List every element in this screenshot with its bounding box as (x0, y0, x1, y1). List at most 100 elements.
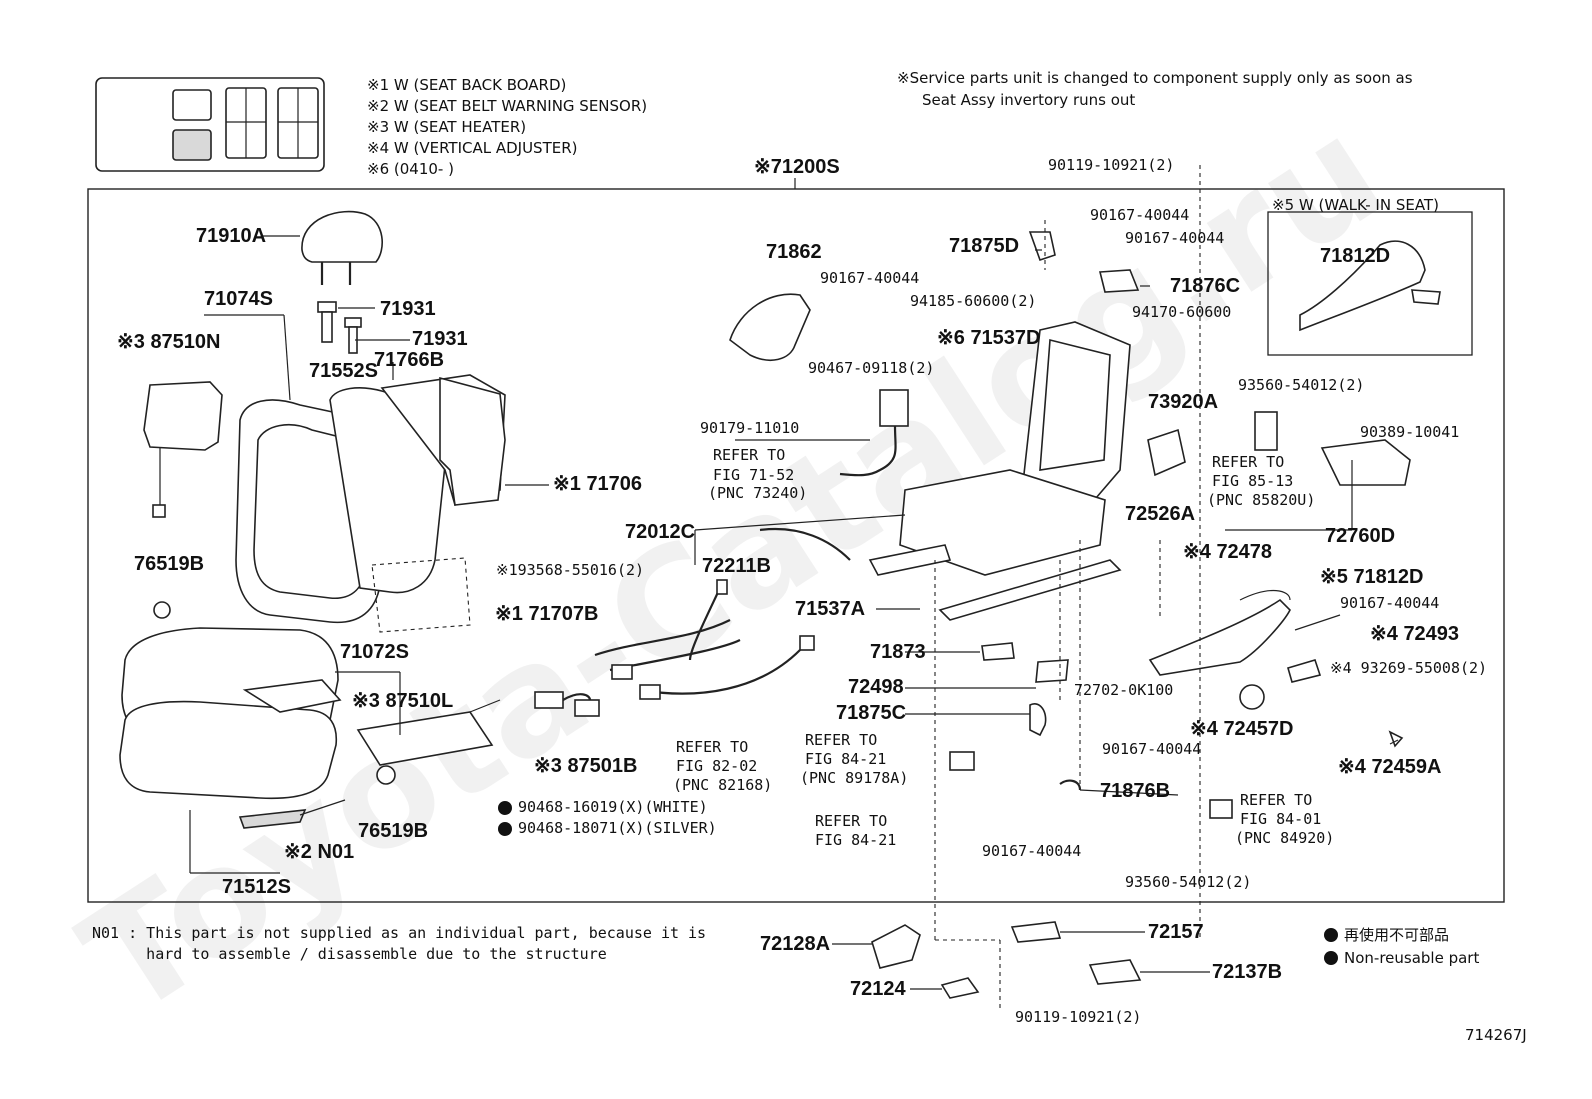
note-6: ※6 (0410- ) (367, 160, 454, 178)
bracket-72498-drawing (1035, 659, 1069, 683)
label-71766b: 71766B (374, 349, 444, 371)
label-90167-d: 90167-40044 (1102, 740, 1201, 758)
label-90389: 90389-10041 (1360, 423, 1459, 441)
label-76519b-a: 76519B (134, 553, 204, 575)
label-71706: ※1 71706 (553, 473, 642, 495)
refer-85-13-a: REFER TO (1212, 453, 1284, 471)
label-72137b: 72137B (1212, 961, 1282, 983)
label-72702: 72702-0K100 (1074, 681, 1173, 699)
label-71875d: 71875D (949, 235, 1019, 257)
refer-84-21-b: FIG 84-21 (805, 750, 886, 768)
label-90167-b: 90167-40044 (1090, 206, 1189, 224)
label-71873: 71873 (870, 641, 926, 663)
label-87510l: ※3 87510L (352, 690, 453, 712)
part-labels: 71910A 71074S ※3 87510N 71931 71931 7155… (117, 156, 1487, 1026)
side-shield-71862-drawing (729, 293, 811, 361)
footnote-line-2: hard to assemble / disassemble due to th… (92, 945, 607, 963)
label-71931-b: 71931 (412, 328, 468, 350)
label-71552s: 71552S (309, 360, 378, 382)
headrest-drawing (301, 210, 383, 285)
cover-71876b-drawing (1059, 779, 1082, 791)
label-72493: ※4 72493 (1370, 623, 1459, 645)
legend: 再使用不可部品 Non-reusable part (1344, 926, 1479, 967)
belt-connector-8401-drawing (1209, 799, 1233, 819)
diagram-code: 714267J (1465, 1026, 1527, 1044)
label-71512s: 71512S (222, 876, 291, 898)
refer-85-13-b: FIG 85-13 (1212, 472, 1293, 490)
refer-84-01-c: (PNC 84920) (1235, 829, 1334, 847)
refer-82-02-a: REFER TO (676, 738, 748, 756)
label-72211b: 72211B (702, 555, 771, 577)
knob-72459a-drawing (1388, 730, 1404, 748)
legend-dot-jp (1324, 928, 1338, 942)
label-93560-b: 93560-54012(2) (1125, 873, 1251, 891)
refer-82-02-b: FIG 82-02 (676, 757, 757, 775)
lumbar-support-drawing (1147, 428, 1186, 477)
label-193568: ※193568-55016(2) (496, 561, 644, 579)
service-note-1: ※Service parts unit is changed to compon… (897, 69, 1413, 87)
label-90119-a: 90119-10921(2) (1048, 156, 1174, 174)
refer-71-52-b: FIG 71-52 (713, 466, 794, 484)
lower-board-drawing (371, 557, 471, 633)
rail-cover-72124-drawing (940, 977, 980, 999)
trim-72760d-drawing (1254, 411, 1411, 486)
switch-connector-drawing (949, 751, 975, 771)
label-72459a: ※4 72459A (1338, 756, 1442, 778)
label-72498: 72498 (848, 676, 904, 698)
note-3: ※3 W (SEAT HEATER) (367, 118, 526, 136)
label-90167-f: 90167-40044 (1340, 594, 1439, 612)
label-90167-a: 90167-40044 (820, 269, 919, 287)
label-72457d: ※4 72457D (1190, 718, 1294, 740)
note-1: ※1 W (SEAT BACK BOARD) (367, 76, 566, 94)
label-71931-a: 71931 (380, 298, 436, 320)
refer-84-21-a: REFER TO (805, 731, 877, 749)
label-n01: ※2 N01 (284, 841, 354, 863)
label-93560-a: 93560-54012(2) (1238, 376, 1364, 394)
label-72760d: 72760D (1325, 525, 1395, 547)
seat-heater-back-drawing (143, 381, 223, 518)
walk-in-seat-box: ※5 W (WALK- IN SEAT) (1267, 196, 1473, 356)
nonreusable-dot-silver (498, 822, 512, 836)
note-2: ※2 W (SEAT BELT WARNING SENSOR) (367, 97, 647, 115)
label-71812d: 71812D (1320, 245, 1390, 267)
refer-84-01-b: FIG 84-01 (1240, 810, 1321, 828)
seat-location-thumbnail (95, 77, 325, 172)
nonreusable-dot-white (498, 801, 512, 815)
label-94185: 94185-60600(2) (910, 292, 1036, 310)
label-90468-silver: 90468-18071(X)(SILVER) (518, 819, 717, 837)
outer-shield-drawing (1148, 589, 1291, 710)
label-90468-white: 90468-16019(X)(WHITE) (518, 798, 708, 816)
label-72526a: 72526A (1125, 503, 1195, 525)
refer-82-02-c: (PNC 82168) (673, 776, 772, 794)
rail-cover-72137b-drawing (1088, 959, 1142, 985)
seat-back-board-drawing (439, 376, 506, 506)
clip-76519b-bottom (376, 765, 396, 785)
seat-frame-drawing (868, 321, 1131, 621)
seat-cushion-drawing (119, 627, 342, 800)
note-4: ※4 W (VERTICAL ADJUSTER) (367, 139, 578, 157)
legend-dot-en (1324, 951, 1338, 965)
dashed-lines (934, 165, 1201, 1010)
label-90119-b: 90119-10921(2) (1015, 1008, 1141, 1026)
label-90179: 90179-11010 (700, 419, 799, 437)
leader-lines (189, 235, 1399, 990)
cover-71876c-drawing (1098, 269, 1140, 293)
front-harness-drawing (594, 528, 851, 700)
refer-71-52-c: (PNC 73240) (708, 484, 807, 502)
seat-heater-cushion-drawing (356, 699, 501, 766)
label-71537d: ※6 71537D (937, 327, 1041, 349)
legend-jp: 再使用不可部品 (1344, 926, 1449, 944)
label-90167-c: 90167-40044 (1125, 229, 1224, 247)
footnote: N01 : This part is not supplied as an in… (92, 924, 706, 963)
label-87501b: ※3 87501B (534, 755, 638, 777)
label-72128a: 72128A (760, 933, 830, 955)
label-71707b: ※1 71707B (495, 603, 599, 625)
rail-cover-72157-drawing (1010, 921, 1062, 943)
label-71875c: 71875C (836, 702, 906, 724)
label-72124: 72124 (850, 978, 906, 1000)
seat-belt-buckle-drawing (839, 389, 909, 477)
refer-85-13-c: (PNC 85820U) (1207, 491, 1315, 509)
adjuster-72493-drawing (1287, 659, 1322, 683)
label-71072s: 71072S (340, 641, 409, 663)
